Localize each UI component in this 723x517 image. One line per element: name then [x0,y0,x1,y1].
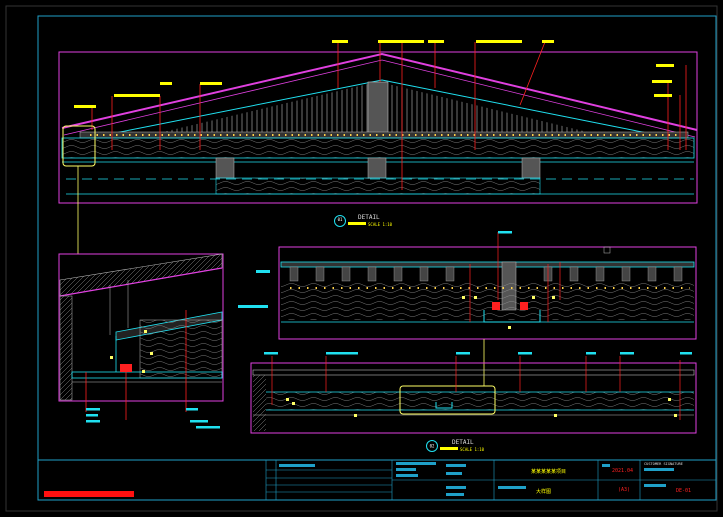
eave-wall-hatch [59,295,73,401]
sheet-title: 大样图 [536,488,551,495]
central-column [367,81,389,139]
roof-slats-left [150,84,368,135]
eave-bracket [120,364,132,372]
joint-callout-tags [238,231,512,308]
eave-hangers [109,280,129,335]
outer-border [5,5,718,512]
floor-detail-view [250,352,697,434]
eave-detail-view [58,253,224,429]
paper-size: (A3) [618,487,630,493]
lower-block [215,177,541,195]
floor-leaders [271,356,681,420]
floor-markers [286,398,677,417]
roof-slats-right [388,84,600,135]
title-text-placeholders [279,462,674,496]
roof-outline-outer [61,52,698,131]
roof-section-border [58,51,698,204]
deck-band [61,137,695,159]
detail-underline-1 [348,222,366,225]
floor-channel [435,402,453,409]
joint-tab [603,246,611,254]
detail-tag-1: 01 DETAIL SCALE 1:10 [334,214,393,227]
floor-callout-tags [264,352,692,355]
detail-title-1: DETAIL [358,214,380,221]
eave-roof-edge [59,267,223,297]
red-status-bar [44,491,134,497]
callout-tags-top [74,40,674,108]
eave-base [71,371,223,379]
title-block: 某某某某某项目 大样图 2021.04 (A3) CUSTOMER SIGNAT… [38,459,716,500]
roof-section-view [58,40,698,254]
detail-scale-1: SCALE 1:10 [368,222,393,227]
drawing-date: 2021.04 [612,468,633,474]
title-grid-lines [265,460,716,500]
joint-ribs [289,266,683,282]
truss-line-cyan [89,79,673,139]
detail-number-1: 01 [338,217,343,222]
joint-top-slab [280,261,695,268]
joint-detail-border [278,246,697,340]
joint-wood-panel [281,282,694,320]
floor-detail-border [250,362,697,434]
joint-leaders [469,232,561,322]
drawing-number: DE-01 [676,488,691,494]
pad-right [521,157,541,179]
customer-signature-label: CUSTOMER SIGNATURE [644,462,683,466]
project-name: 某某某某某项目 [531,469,566,475]
detail-number-2: 02 [430,444,435,449]
drawing-frame [37,15,717,501]
eave-fastener-dots [110,330,153,373]
eave-callout-tags [86,408,220,429]
eave-roof-hatch [59,253,223,297]
joint-channel [483,310,541,323]
floor-top-slab [252,369,695,376]
detail-title-2: DETAIL [452,439,474,446]
detail-underline-2 [440,447,458,450]
pad-left [215,157,235,179]
detail-tag-2: 02 DETAIL SCALE 1:10 [426,439,485,452]
eave-detail-border [58,253,224,402]
eave-leaders [85,310,187,420]
pad-center [367,157,387,179]
joint-brackets [492,302,528,310]
detail-highlight-left [62,125,96,167]
joint-markers [462,296,555,329]
roof-outline-inner [63,59,696,138]
joint-detail-view [238,231,697,386]
floor-left-wall [253,375,266,431]
floor-wood-strip [266,392,694,410]
eave-wood-block [139,319,223,379]
detail-scale-2: SCALE 1:10 [460,447,485,452]
floor-highlight-box [399,385,496,415]
